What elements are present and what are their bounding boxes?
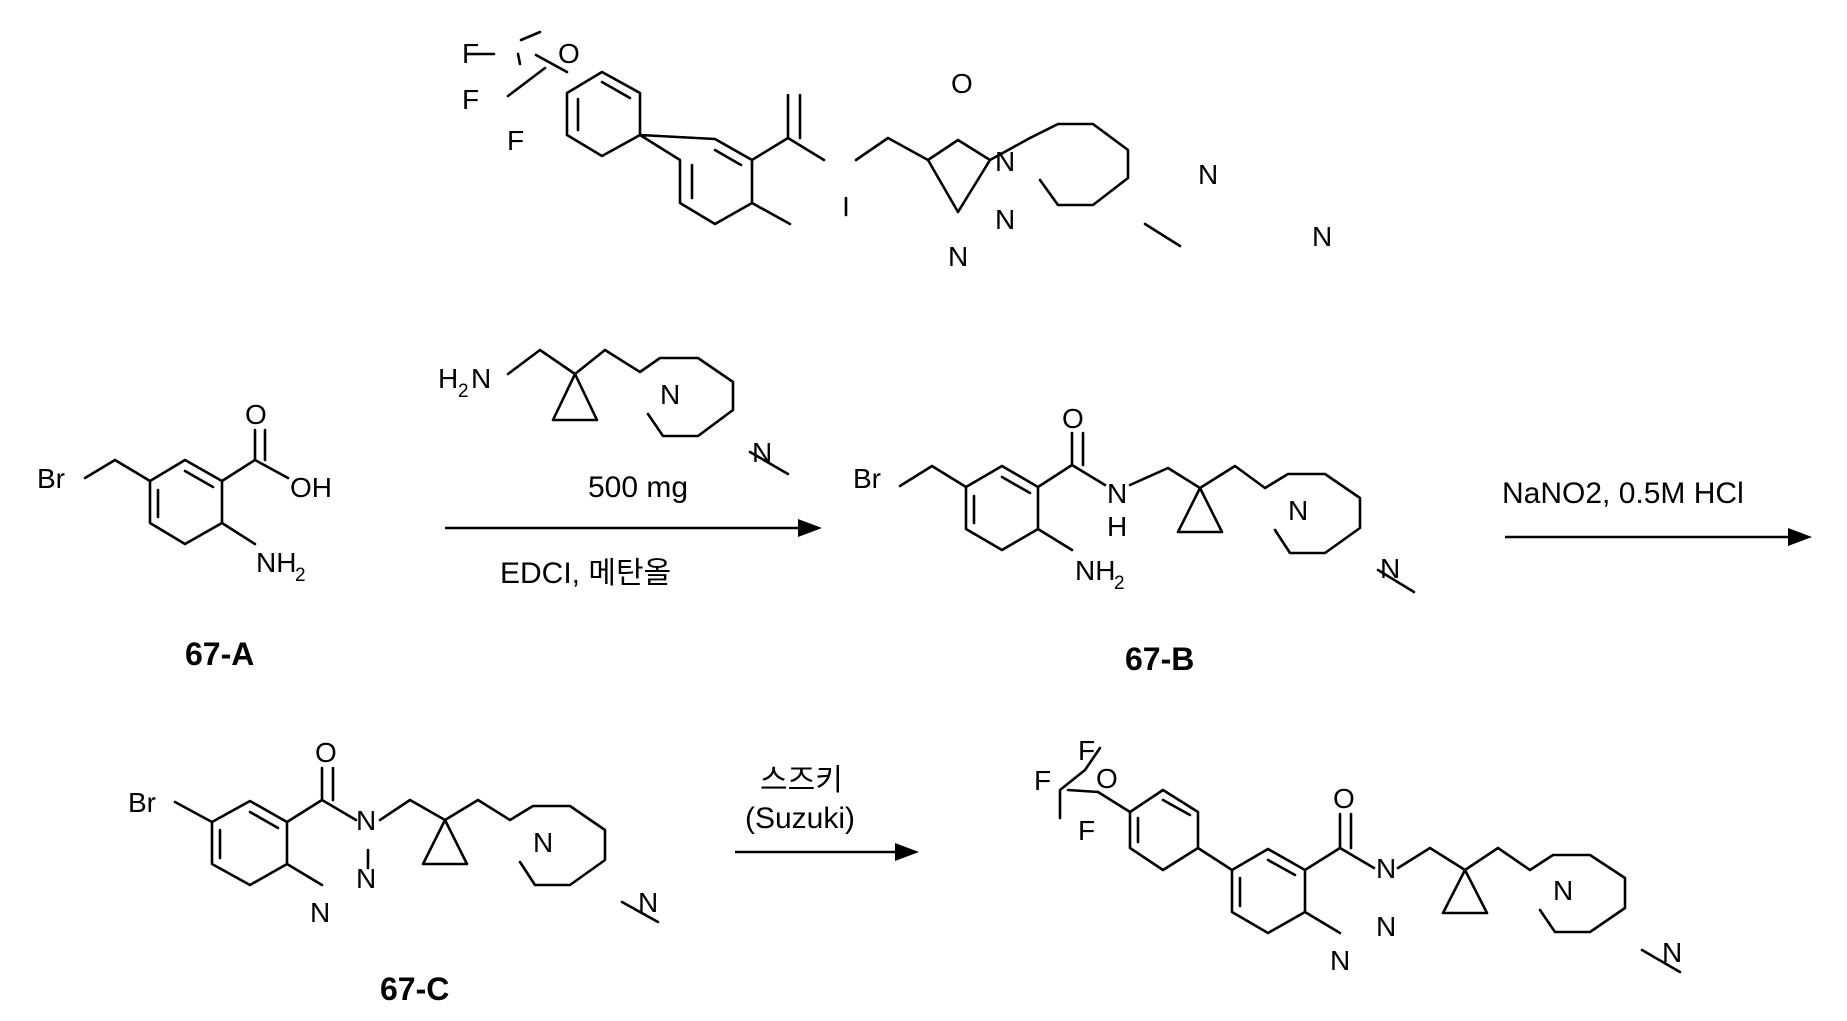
bromine-label: Br bbox=[37, 463, 65, 494]
compound-67c-structure: Br O N N N N N 67-C bbox=[128, 737, 658, 1007]
hydroxyl-label: OH bbox=[290, 472, 332, 503]
amine-h-label: H bbox=[438, 363, 458, 394]
compound-label-67b: 67-B bbox=[1125, 641, 1194, 677]
nitrogen-label: N bbox=[1662, 937, 1682, 968]
nitrogen-label: N bbox=[1312, 221, 1332, 252]
carbonyl-oxygen-label: O bbox=[951, 68, 973, 99]
oxygen-label: O bbox=[558, 38, 580, 69]
step1-amount: 500 mg bbox=[588, 471, 688, 504]
fluorine-label: F bbox=[1078, 815, 1095, 846]
nitrogen-label: N bbox=[1376, 911, 1396, 942]
compound-label-67a: 67-A bbox=[185, 636, 254, 672]
amine-subscript: 2 bbox=[1114, 573, 1125, 594]
nitrogen-label: N bbox=[660, 379, 680, 410]
nitrogen-label: N bbox=[310, 897, 330, 928]
compound-67a-structure: Br O OH NH 2 67-A bbox=[37, 399, 332, 672]
oxygen-label: O bbox=[245, 399, 267, 430]
fluorine-label: F bbox=[462, 84, 479, 115]
nitrogen-label: N bbox=[995, 204, 1015, 235]
nitrogen-label: N bbox=[356, 863, 376, 894]
bromine-label: Br bbox=[128, 787, 156, 818]
amine-label: NH bbox=[256, 547, 296, 578]
amide-hydrogen-label: H bbox=[1107, 511, 1127, 542]
step3-catalyst-korean: 스즈키 bbox=[760, 764, 843, 797]
amine-n-label: N bbox=[471, 363, 491, 394]
nitrogen-label: N bbox=[752, 437, 772, 468]
nitrogen-label: N bbox=[1198, 159, 1218, 190]
fluorine-label: F bbox=[462, 38, 479, 69]
step3-arrow: 스즈키 (Suzuki) bbox=[735, 764, 919, 861]
step3-catalyst-english: (Suzuki) bbox=[745, 802, 855, 835]
carbonyl-oxygen-label: O bbox=[1062, 403, 1084, 434]
step1-conditions: EDCI, 메탄올 bbox=[500, 557, 671, 590]
nitrogen-label: N bbox=[1330, 945, 1350, 976]
carbonyl-oxygen-label: O bbox=[1333, 783, 1355, 814]
step1-arrow: 500 mg EDCI, 메탄올 bbox=[445, 471, 822, 590]
step2-conditions: NaNO2, 0.5M HCl bbox=[1502, 477, 1744, 510]
amine-h-subscript: 2 bbox=[458, 381, 469, 402]
nitrogen-label: N bbox=[1553, 875, 1573, 906]
amine-reagent-structure: H 2 N N N bbox=[438, 350, 788, 474]
fluorine-label: F bbox=[1078, 735, 1095, 766]
amine-subscript: 2 bbox=[295, 565, 306, 586]
final-product-structure: F F F O O N N N N N bbox=[1034, 735, 1682, 976]
target-structure-top: F F F O O N N N N N bbox=[462, 32, 1332, 272]
amide-nitrogen-label: N bbox=[1107, 478, 1127, 509]
step2-arrow: NaNO2, 0.5M HCl bbox=[1502, 477, 1812, 546]
nitrogen-label: N bbox=[948, 241, 968, 272]
fluorine-label: F bbox=[1034, 765, 1051, 796]
nitrogen-label: N bbox=[533, 827, 553, 858]
bromine-label: Br bbox=[853, 463, 881, 494]
nitrogen-label: N bbox=[356, 805, 376, 836]
nitrogen-label: N bbox=[1288, 495, 1308, 526]
fluorine-label: F bbox=[507, 125, 524, 156]
carbonyl-oxygen-label: O bbox=[315, 737, 337, 768]
nitrogen-label: N bbox=[638, 887, 658, 918]
amine-label: NH bbox=[1075, 555, 1115, 586]
nitrogen-label: N bbox=[1376, 853, 1396, 884]
nitrogen-label: N bbox=[1380, 553, 1400, 584]
compound-67b-structure: Br O N H N N NH 2 67-B bbox=[853, 403, 1414, 677]
nitrogen-label: N bbox=[995, 146, 1015, 177]
compound-label-67c: 67-C bbox=[380, 971, 449, 1007]
oxygen-label: O bbox=[1096, 763, 1118, 794]
